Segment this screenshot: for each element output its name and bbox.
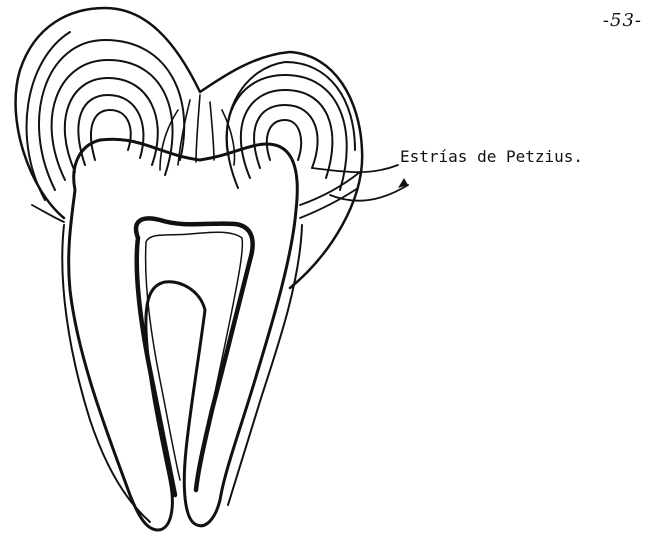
dentin-outline [69, 139, 298, 530]
left-cusp-striae [27, 32, 185, 200]
pulp-canal [136, 218, 253, 495]
cervical-lines [32, 172, 360, 222]
annotation-label: Estrías de Petzius. [400, 147, 583, 166]
root-outer-line-right [228, 225, 302, 505]
